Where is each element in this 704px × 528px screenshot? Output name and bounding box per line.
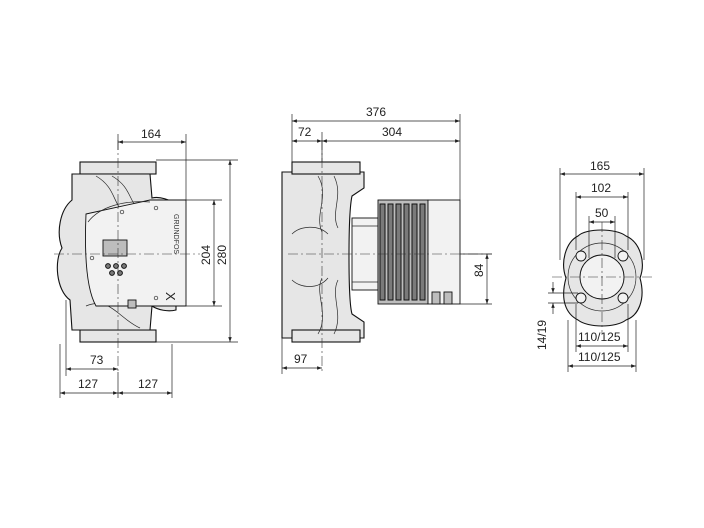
dim-side-total-length: 376 [366, 105, 386, 119]
dim-flange-pcd-upper: 110/125 [578, 330, 621, 344]
dim-front-half-right: 127 [138, 377, 158, 391]
dim-front-left-offset: 73 [90, 353, 104, 367]
dim-front-width: 164 [141, 127, 161, 141]
motor-cooling-fins [379, 203, 426, 301]
control-button [117, 270, 123, 276]
dim-flange-pcd-lower: 110/125 [578, 350, 621, 364]
side-top-flange [291, 161, 361, 175]
flange-bolt-hole [575, 250, 587, 262]
dim-front-inner-height: 204 [199, 245, 213, 265]
dim-side-base-offset: 97 [294, 352, 308, 366]
dim-flange-hole: 14/19 [535, 320, 549, 350]
side-terminal-box [427, 199, 461, 305]
dim-front-half-left: 127 [78, 377, 98, 391]
control-box [85, 199, 187, 307]
front-view: GRUNDFOS X 164 204 280 73 127 127 [54, 127, 238, 398]
flange-bolt-hole [617, 250, 629, 262]
cable-entry [127, 299, 137, 309]
side-pump-body [281, 171, 365, 339]
brand-logo-text: GRUNDFOS [172, 214, 179, 254]
dim-side-motor-part: 304 [382, 125, 402, 139]
control-button [113, 263, 119, 269]
control-button [105, 263, 111, 269]
dim-flange-bore: 50 [595, 206, 609, 220]
dim-front-outer-height: 280 [215, 245, 229, 265]
control-button [121, 263, 127, 269]
control-display [102, 239, 128, 257]
dim-side-motor-height: 84 [472, 263, 486, 277]
control-button [109, 270, 115, 276]
side-view: 376 72 304 84 97 [281, 105, 492, 374]
side-bottom-flange [291, 329, 361, 343]
flange-bolt-hole [575, 292, 587, 304]
dim-flange-bolt-circle: 102 [591, 181, 611, 195]
flange-view: 165 102 50 14/19 110/125 110/125 [535, 159, 652, 372]
flange-bolt-hole [617, 292, 629, 304]
model-mark: X [163, 292, 178, 301]
dim-side-flange-part: 72 [298, 125, 312, 139]
dim-flange-outer: 165 [590, 159, 610, 173]
